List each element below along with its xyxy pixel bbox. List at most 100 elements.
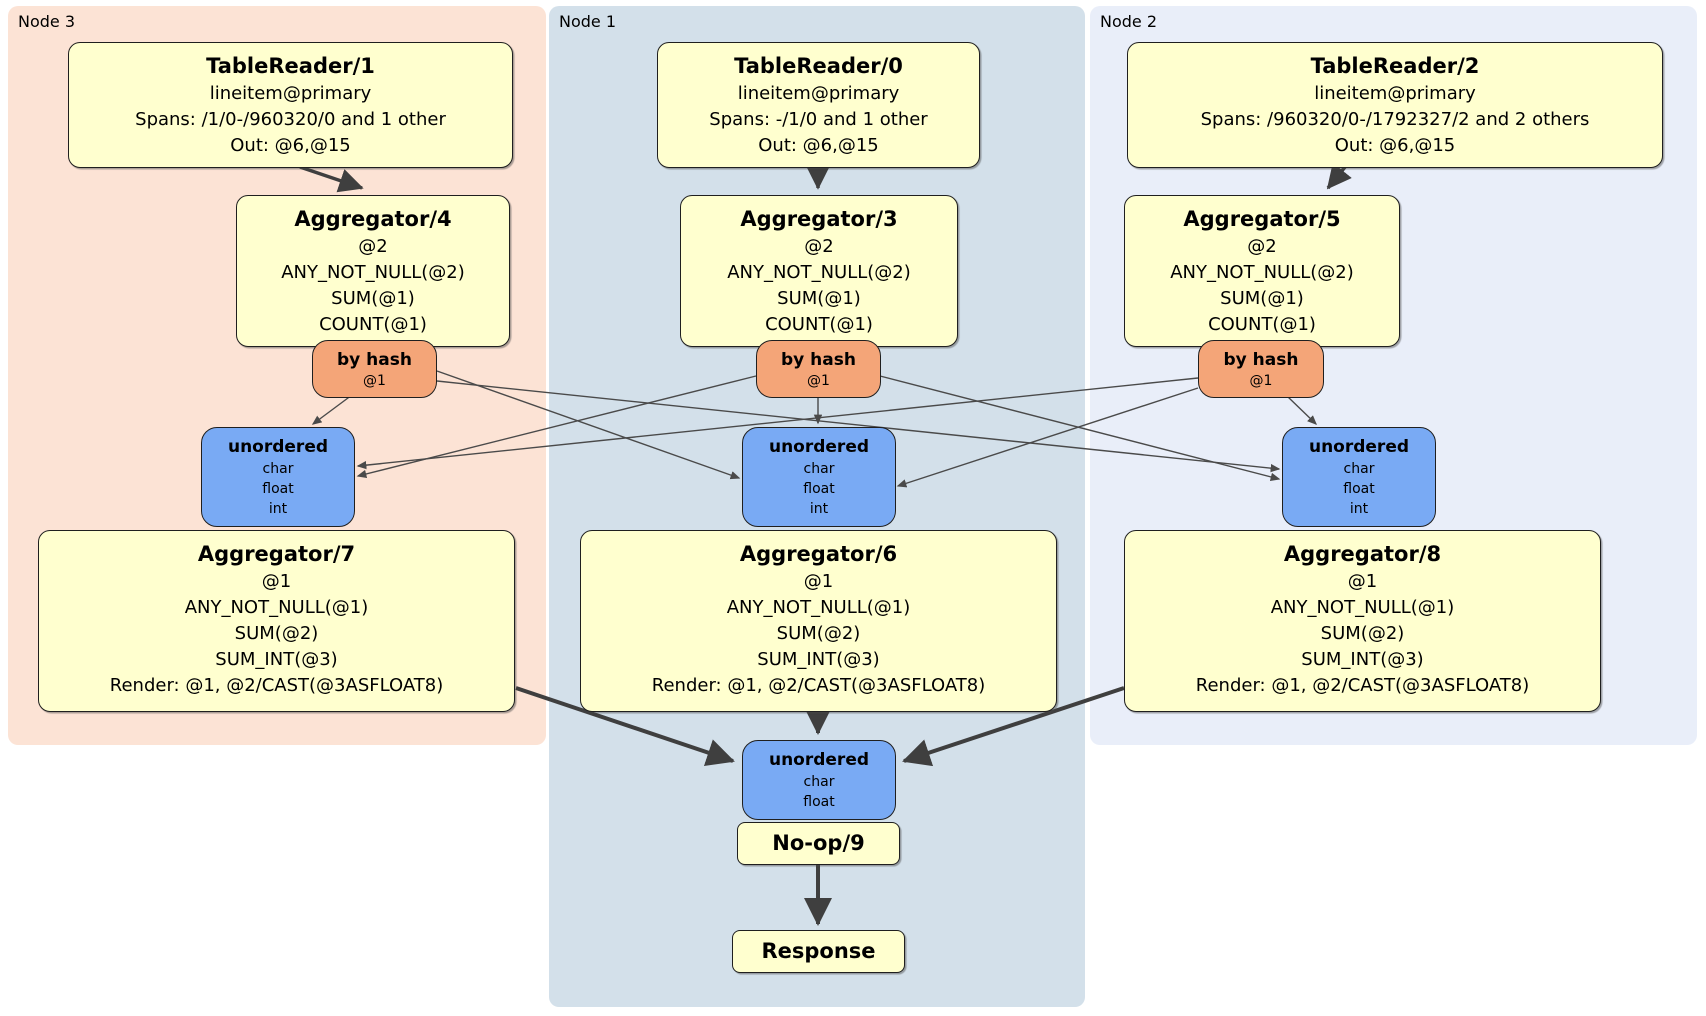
edge-tablereader1-aggregator4 [299, 165, 364, 193]
aggregator-7-title: Aggregator/7 [197, 542, 356, 566]
aggregator-3-group: @2 [804, 236, 834, 257]
aggregator-4-fn1: ANY_NOT_NULL(@2) [281, 262, 465, 283]
aggregator-8-box: Aggregator/8 @1 ANY_NOT_NULL(@1) SUM(@2)… [1124, 530, 1601, 712]
aggregator-6-fn2: SUM(@2) [776, 623, 861, 644]
tablereader-0-title: TableReader/0 [734, 54, 903, 78]
edge-router2-sync3 [356, 377, 1199, 470]
sync-node1-col1: char [803, 461, 835, 477]
aggregator-6-fn3: SUM_INT(@3) [757, 649, 880, 670]
panel-node1-label: Node 1 [559, 12, 617, 31]
aggregator-8-fn1: ANY_NOT_NULL(@1) [1270, 597, 1455, 618]
noop-9-box: No-op/9 [737, 822, 900, 865]
aggregator-3-box: Aggregator/3 @2 ANY_NOT_NULL(@2) SUM(@1)… [680, 195, 958, 347]
tablereader-1-spans: Spans: /1/0-/960320/0 and 1 other [135, 109, 446, 130]
aggregator-7-group: @1 [261, 571, 292, 592]
aggregator-5-fn2: SUM(@1) [1220, 288, 1304, 309]
sync-node2-unordered: unordered char float int [1282, 427, 1436, 527]
response-title: Response [761, 939, 876, 963]
aggregator-6-fn1: ANY_NOT_NULL(@1) [726, 597, 911, 618]
edge-router2-sync2 [1286, 395, 1318, 425]
sync-node3-unordered: unordered char float int [201, 427, 355, 527]
router-node2-title: by hash [1223, 350, 1299, 370]
aggregator-8-group: @1 [1347, 571, 1378, 592]
tablereader-0-out: Out: @6,@15 [758, 135, 879, 156]
response-box: Response [732, 930, 905, 973]
tablereader-1-out: Out: @6,@15 [230, 135, 351, 156]
tablereader-0-box: TableReader/0 lineitem@primary Spans: -/… [657, 42, 980, 168]
aggregator-4-box: Aggregator/4 @2 ANY_NOT_NULL(@2) SUM(@1)… [236, 195, 510, 347]
router-node3-title: by hash [337, 350, 412, 370]
sync-node2-col2: float [1343, 481, 1375, 497]
sync-output-col1: char [803, 774, 835, 790]
sync-output-unordered: unordered char float [742, 740, 896, 820]
router-node1-title: by hash [781, 350, 856, 370]
aggregator-8-fn3: SUM_INT(@3) [1301, 649, 1424, 670]
panel-node3-label: Node 3 [18, 12, 76, 31]
router-node3-key: @1 [363, 373, 386, 389]
aggregator-7-fn1: ANY_NOT_NULL(@1) [184, 597, 369, 618]
edge-tablereader2-aggregator5 [1326, 162, 1352, 190]
edge-aggregator8-output-sync [902, 686, 1125, 767]
aggregator-5-fn1: ANY_NOT_NULL(@2) [1170, 262, 1354, 283]
aggregator-4-fn3: COUNT(@1) [319, 314, 427, 335]
sync-node3-title: unordered [227, 437, 329, 457]
tablereader-1-title: TableReader/1 [206, 54, 375, 78]
aggregator-6-box: Aggregator/6 @1 ANY_NOT_NULL(@1) SUM(@2)… [580, 530, 1057, 712]
edge-router1-sync2 [879, 375, 1281, 481]
router-node3-by-hash: by hash @1 [312, 340, 437, 398]
aggregator-8-title: Aggregator/8 [1283, 542, 1442, 566]
aggregator-6-render: Render: @1, @2/CAST(@3ASFLOAT8) [651, 675, 986, 696]
aggregator-4-title: Aggregator/4 [294, 207, 452, 231]
sync-node1-unordered: unordered char float int [742, 427, 896, 527]
aggregator-5-title: Aggregator/5 [1183, 207, 1341, 231]
aggregator-3-fn2: SUM(@1) [777, 288, 861, 309]
sync-node2-col1: char [1343, 461, 1375, 477]
aggregator-7-box: Aggregator/7 @1 ANY_NOT_NULL(@1) SUM(@2)… [38, 530, 515, 712]
router-node1-key: @1 [807, 373, 830, 389]
aggregator-5-group: @2 [1247, 236, 1277, 257]
aggregator-7-render: Render: @1, @2/CAST(@3ASFLOAT8) [109, 675, 444, 696]
aggregator-7-fn2: SUM(@2) [234, 623, 319, 644]
aggregator-6-title: Aggregator/6 [739, 542, 898, 566]
edge-aggregator7-output-sync [515, 686, 735, 766]
tablereader-2-box: TableReader/2 lineitem@primary Spans: /9… [1127, 42, 1663, 168]
noop-9-title: No-op/9 [772, 831, 865, 855]
sync-node3-col3: int [268, 501, 288, 517]
tablereader-2-title: TableReader/2 [1310, 54, 1480, 78]
sync-node2-col3: int [1349, 501, 1369, 517]
sync-output-col2: float [803, 794, 835, 810]
sync-node1-col3: int [809, 501, 829, 517]
tablereader-1-index: lineitem@primary [209, 83, 372, 104]
edge-router3-sync2 [436, 380, 1281, 473]
edge-router3-sync3 [311, 394, 353, 425]
router-node2-by-hash: by hash @1 [1198, 340, 1324, 398]
tablereader-2-index: lineitem@primary [1314, 83, 1476, 104]
tablereader-2-spans: Spans: /960320/0-/1792327/2 and 2 others [1200, 109, 1590, 130]
aggregator-8-fn2: SUM(@2) [1320, 623, 1405, 644]
aggregator-3-fn1: ANY_NOT_NULL(@2) [727, 262, 911, 283]
panel-node2-label: Node 2 [1100, 12, 1158, 31]
aggregator-4-fn2: SUM(@1) [331, 288, 415, 309]
sync-output-title: unordered [768, 750, 870, 770]
edge-router3-sync1 [436, 370, 741, 480]
aggregator-5-fn3: COUNT(@1) [1208, 314, 1316, 335]
aggregator-3-title: Aggregator/3 [740, 207, 898, 231]
aggregator-5-box: Aggregator/5 @2 ANY_NOT_NULL(@2) SUM(@1)… [1124, 195, 1400, 347]
sync-node3-col2: float [262, 481, 294, 497]
aggregator-7-fn3: SUM_INT(@3) [215, 649, 338, 670]
sync-node2-title: unordered [1308, 437, 1410, 457]
tablereader-0-index: lineitem@primary [737, 83, 900, 104]
router-node1-by-hash: by hash @1 [756, 340, 881, 398]
tablereader-2-out: Out: @6,@15 [1334, 135, 1456, 156]
aggregator-4-group: @2 [358, 236, 388, 257]
sync-node3-col1: char [262, 461, 294, 477]
aggregator-8-render: Render: @1, @2/CAST(@3ASFLOAT8) [1195, 675, 1530, 696]
sync-node1-title: unordered [768, 437, 870, 457]
edge-router2-sync1 [896, 387, 1199, 488]
tablereader-0-spans: Spans: -/1/0 and 1 other [709, 109, 928, 130]
sync-node1-col2: float [803, 481, 835, 497]
tablereader-1-box: TableReader/1 lineitem@primary Spans: /1… [68, 42, 513, 168]
aggregator-3-fn3: COUNT(@1) [765, 314, 873, 335]
